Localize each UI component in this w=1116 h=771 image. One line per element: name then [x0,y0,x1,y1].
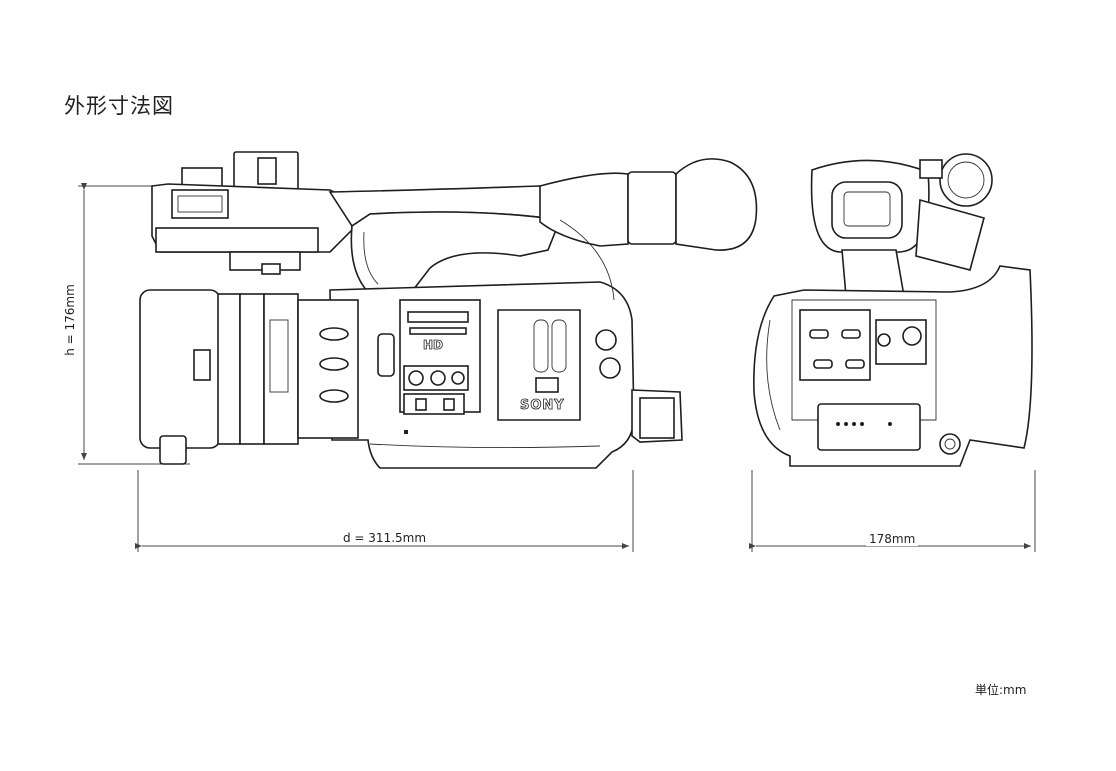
page-title: 外形寸法図 [64,94,174,118]
height-dimension-label: h = 176mm [63,281,77,359]
depth-dimension-label: d = 311.5mm [340,531,430,545]
depth-dimension-line [135,470,634,552]
width-dimension-label: 178mm [866,532,919,546]
hd-logo-mark: HD [423,338,444,353]
brand-logo: SONY [520,398,565,414]
camcorder-side-view [139,151,758,469]
camcorder-rear-view [753,153,1033,467]
width-dimension-line [749,470,1036,552]
unit-note: 単位:mm [975,683,1027,697]
